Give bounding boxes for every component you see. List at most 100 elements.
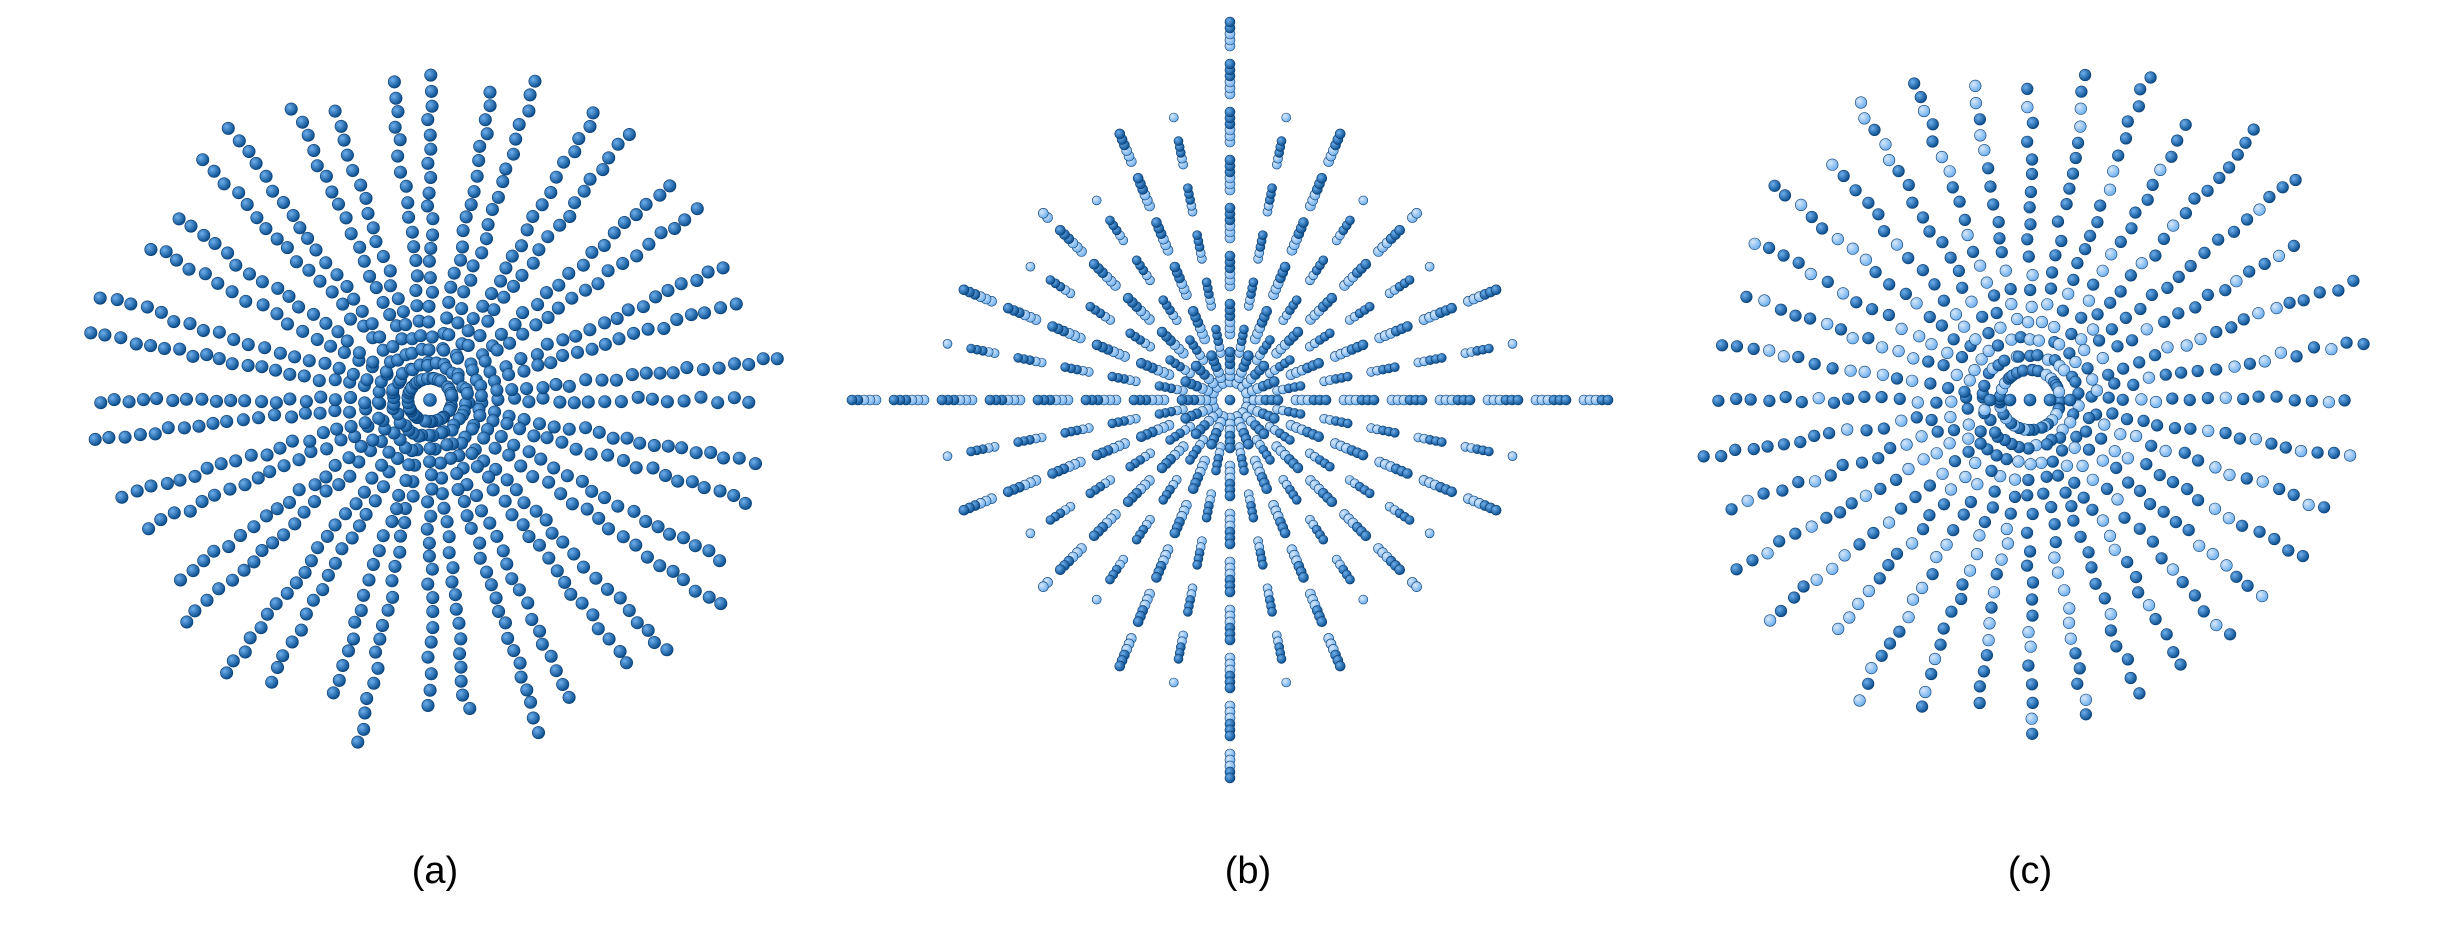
- lattice-sphere: [2008, 490, 2022, 504]
- lattice-sphere: [601, 448, 615, 462]
- lattice-sphere: [480, 127, 494, 141]
- lattice-sphere: [1313, 357, 1325, 369]
- lattice-sphere: [260, 509, 274, 523]
- lattice-sphere: [2210, 618, 2223, 632]
- lattice-sphere: [381, 603, 395, 617]
- lattice-sphere: [2048, 518, 2061, 531]
- lattice-sphere: [616, 256, 630, 270]
- lattice-sphere: [1882, 558, 1895, 572]
- lattice-sphere: [442, 530, 456, 544]
- lattice-sphere: [227, 332, 241, 346]
- lattice-sphere: [1984, 180, 1997, 193]
- lattice-sphere: [283, 392, 297, 406]
- lattice-sphere: [482, 470, 496, 484]
- lattice-sphere: [2307, 341, 2321, 354]
- lattice-sphere: [1874, 482, 1887, 496]
- lattice-sphere: [297, 369, 311, 383]
- lattice-sphere: [424, 142, 438, 156]
- lattice-sphere: [2223, 628, 2237, 641]
- lattice-sphere: [1836, 458, 1849, 472]
- lattice-sphere: [2327, 446, 2341, 460]
- lattice-sphere: [280, 241, 294, 255]
- lattice-sphere: [346, 367, 360, 381]
- lattice-sphere: [337, 345, 351, 359]
- lattice-sphere: [486, 483, 500, 497]
- lattice-sphere: [1988, 485, 2001, 498]
- lattice-sphere: [1987, 198, 2000, 211]
- lattice-sphere: [2058, 584, 2071, 597]
- lattice-sphere: [464, 198, 478, 212]
- lattice-sphere: [422, 549, 436, 563]
- lattice-sphere: [2022, 473, 2035, 487]
- lattice-sphere: [2220, 559, 2233, 572]
- lattice-sphere: [1958, 385, 1971, 398]
- lattice-sphere: [342, 451, 356, 465]
- lattice-sphere: [1402, 321, 1413, 332]
- lattice-sphere: [221, 121, 235, 135]
- lattice-sphere: [255, 395, 269, 409]
- lattice-sphere: [2166, 392, 2179, 405]
- lattice-sphere: [355, 304, 369, 318]
- lattice-sphere: [505, 572, 519, 586]
- lattice-sphere: [2026, 727, 2039, 740]
- lattice-sphere: [1248, 512, 1259, 523]
- lattice-sphere: [1823, 427, 1836, 440]
- lattice-sphere: [1963, 564, 1977, 577]
- lattice-sphere: [2322, 396, 2336, 409]
- lattice-sphere: [1804, 267, 1817, 281]
- lattice-sphere: [727, 488, 741, 502]
- lattice-sphere: [1358, 195, 1369, 206]
- lattice-sphere: [2153, 469, 2166, 482]
- lattice-sphere: [616, 530, 630, 544]
- lattice-sphere: [525, 612, 539, 626]
- lattice-sphere: [2144, 71, 2157, 84]
- lattice-sphere: [1788, 591, 1801, 604]
- lattice-sphere: [369, 645, 383, 659]
- lattice-sphere: [1285, 435, 1295, 445]
- lattice-sphere: [2025, 712, 2038, 725]
- lattice-sphere: [1038, 208, 1049, 219]
- lattice-sphere: [2049, 536, 2062, 549]
- lattice-sphere: [170, 253, 184, 267]
- lattice-sphere: [2145, 288, 2159, 302]
- lattice-sphere: [1974, 425, 1987, 438]
- lattice-sphere: [2124, 269, 2138, 282]
- lattice-sphere: [597, 239, 611, 253]
- lattice-sphere: [666, 564, 680, 578]
- lattice-sphere: [196, 323, 210, 337]
- lattice-sphere: [1060, 427, 1070, 438]
- lattice-sphere: [491, 190, 505, 204]
- lattice-sphere: [1774, 604, 1788, 618]
- lattice-sphere: [727, 357, 741, 371]
- lattice-sphere: [1978, 379, 1991, 392]
- lattice-sphere: [535, 198, 549, 212]
- lattice-sphere: [483, 516, 497, 530]
- lattice-sphere: [1135, 431, 1147, 443]
- lattice-sphere: [1091, 594, 1102, 605]
- lattice-sphere: [596, 163, 610, 177]
- lattice-sphere: [217, 177, 231, 191]
- lattice-sphere: [186, 564, 200, 578]
- lattice-sphere: [460, 509, 474, 523]
- lattice-sphere: [2102, 368, 2115, 381]
- lattice-sphere: [313, 406, 327, 420]
- lattice-sphere: [2026, 269, 2039, 282]
- lattice-sphere: [1923, 479, 1937, 492]
- lattice-sphere: [2056, 304, 2070, 317]
- lattice-sphere: [1740, 290, 1753, 304]
- lattice-sphere: [729, 297, 743, 311]
- lattice-sphere: [421, 156, 435, 170]
- lattice-sphere: [273, 441, 287, 455]
- lattice-sphere: [251, 471, 265, 485]
- lattice-sphere: [2105, 323, 2119, 336]
- lattice-sphere: [2158, 315, 2171, 329]
- lattice-sphere: [1947, 424, 1961, 437]
- lattice-sphere: [2135, 257, 2148, 270]
- lattice-sphere: [1729, 443, 1742, 457]
- lattice-sphere: [503, 336, 517, 350]
- lattice-sphere: [1292, 326, 1304, 338]
- lattice-sphere: [629, 538, 643, 552]
- lattice-sphere: [1882, 516, 1896, 529]
- lattice-sphere: [606, 431, 620, 445]
- lattice-sphere: [183, 317, 197, 331]
